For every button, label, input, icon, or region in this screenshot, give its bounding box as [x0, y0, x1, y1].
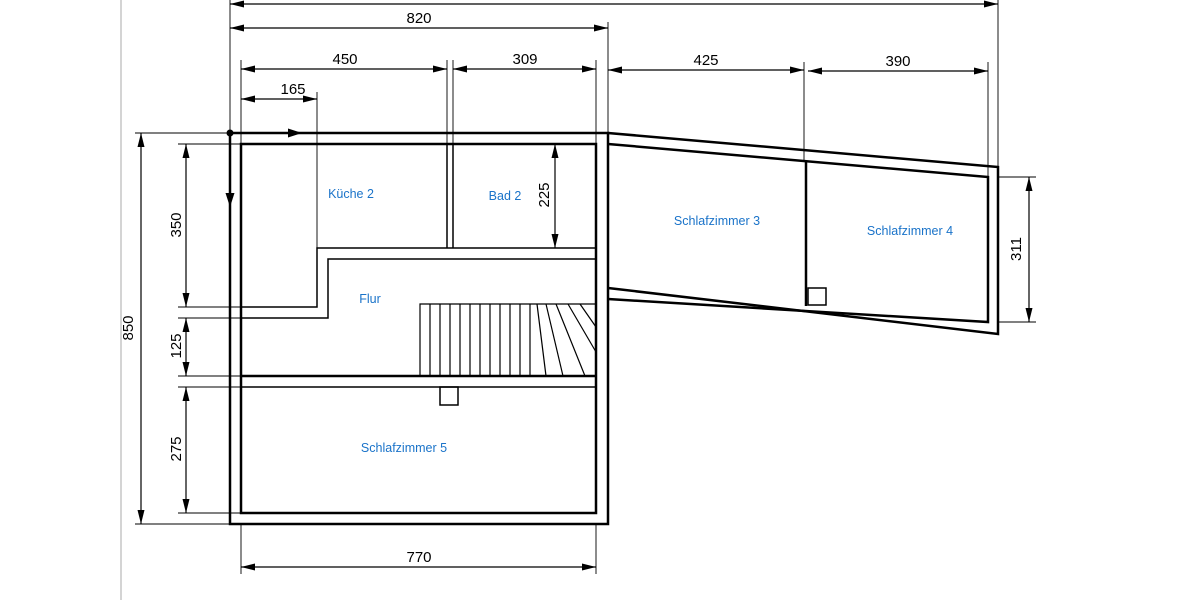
dim-820: 820 — [406, 10, 431, 27]
inner-wall-main — [239, 142, 598, 515]
dim-165: 165 — [280, 81, 305, 98]
stair-tread — [579, 303, 597, 328]
dim-350: 350 — [168, 212, 185, 237]
chimney-box — [439, 386, 459, 406]
dim-425: 425 — [693, 52, 718, 69]
dimension-lines — [137, 0, 1033, 571]
stair-tread — [555, 303, 586, 377]
room-label-bedroom4: Schlafzimmer 4 — [867, 224, 953, 238]
dim-275: 275 — [168, 436, 185, 461]
dim-770: 770 — [406, 549, 431, 566]
wing-inner-wall — [607, 142, 990, 324]
stair-outline — [419, 303, 596, 376]
dim-390: 390 — [885, 53, 910, 70]
staircase — [419, 303, 597, 377]
extension-lines — [135, 0, 1036, 574]
dim-225: 225 — [536, 182, 553, 207]
walls — [228, 131, 1000, 526]
corridor-wall-lower — [241, 258, 596, 319]
room-label-kitchen: Küche 2 — [328, 187, 374, 201]
dim-125: 125 — [168, 333, 185, 358]
stair-tread — [545, 303, 564, 377]
room-label-bedroom3: Schlafzimmer 3 — [674, 214, 760, 228]
room-label-bedroom5: Schlafzimmer 5 — [361, 441, 447, 455]
wing-column-box — [807, 287, 827, 306]
corridor-wall-upper — [241, 247, 596, 308]
dimension-labels: 820 450 309 165 425 390 770 850 350 125 … — [120, 10, 1025, 566]
room-label-bath: Bad 2 — [489, 189, 522, 203]
outer-wall-main — [228, 131, 610, 526]
stair-tread — [536, 303, 547, 377]
stair-tread — [567, 303, 597, 353]
dim-311: 311 — [1008, 237, 1025, 261]
room-label-corridor: Flur — [359, 292, 381, 306]
dim-309: 309 — [512, 51, 537, 68]
room-labels: Küche 2 Bad 2 Schlafzimmer 3 Schlafzimme… — [328, 187, 953, 455]
origin-marker — [225, 128, 302, 207]
dim-450: 450 — [332, 51, 357, 68]
dim-850: 850 — [120, 315, 137, 340]
